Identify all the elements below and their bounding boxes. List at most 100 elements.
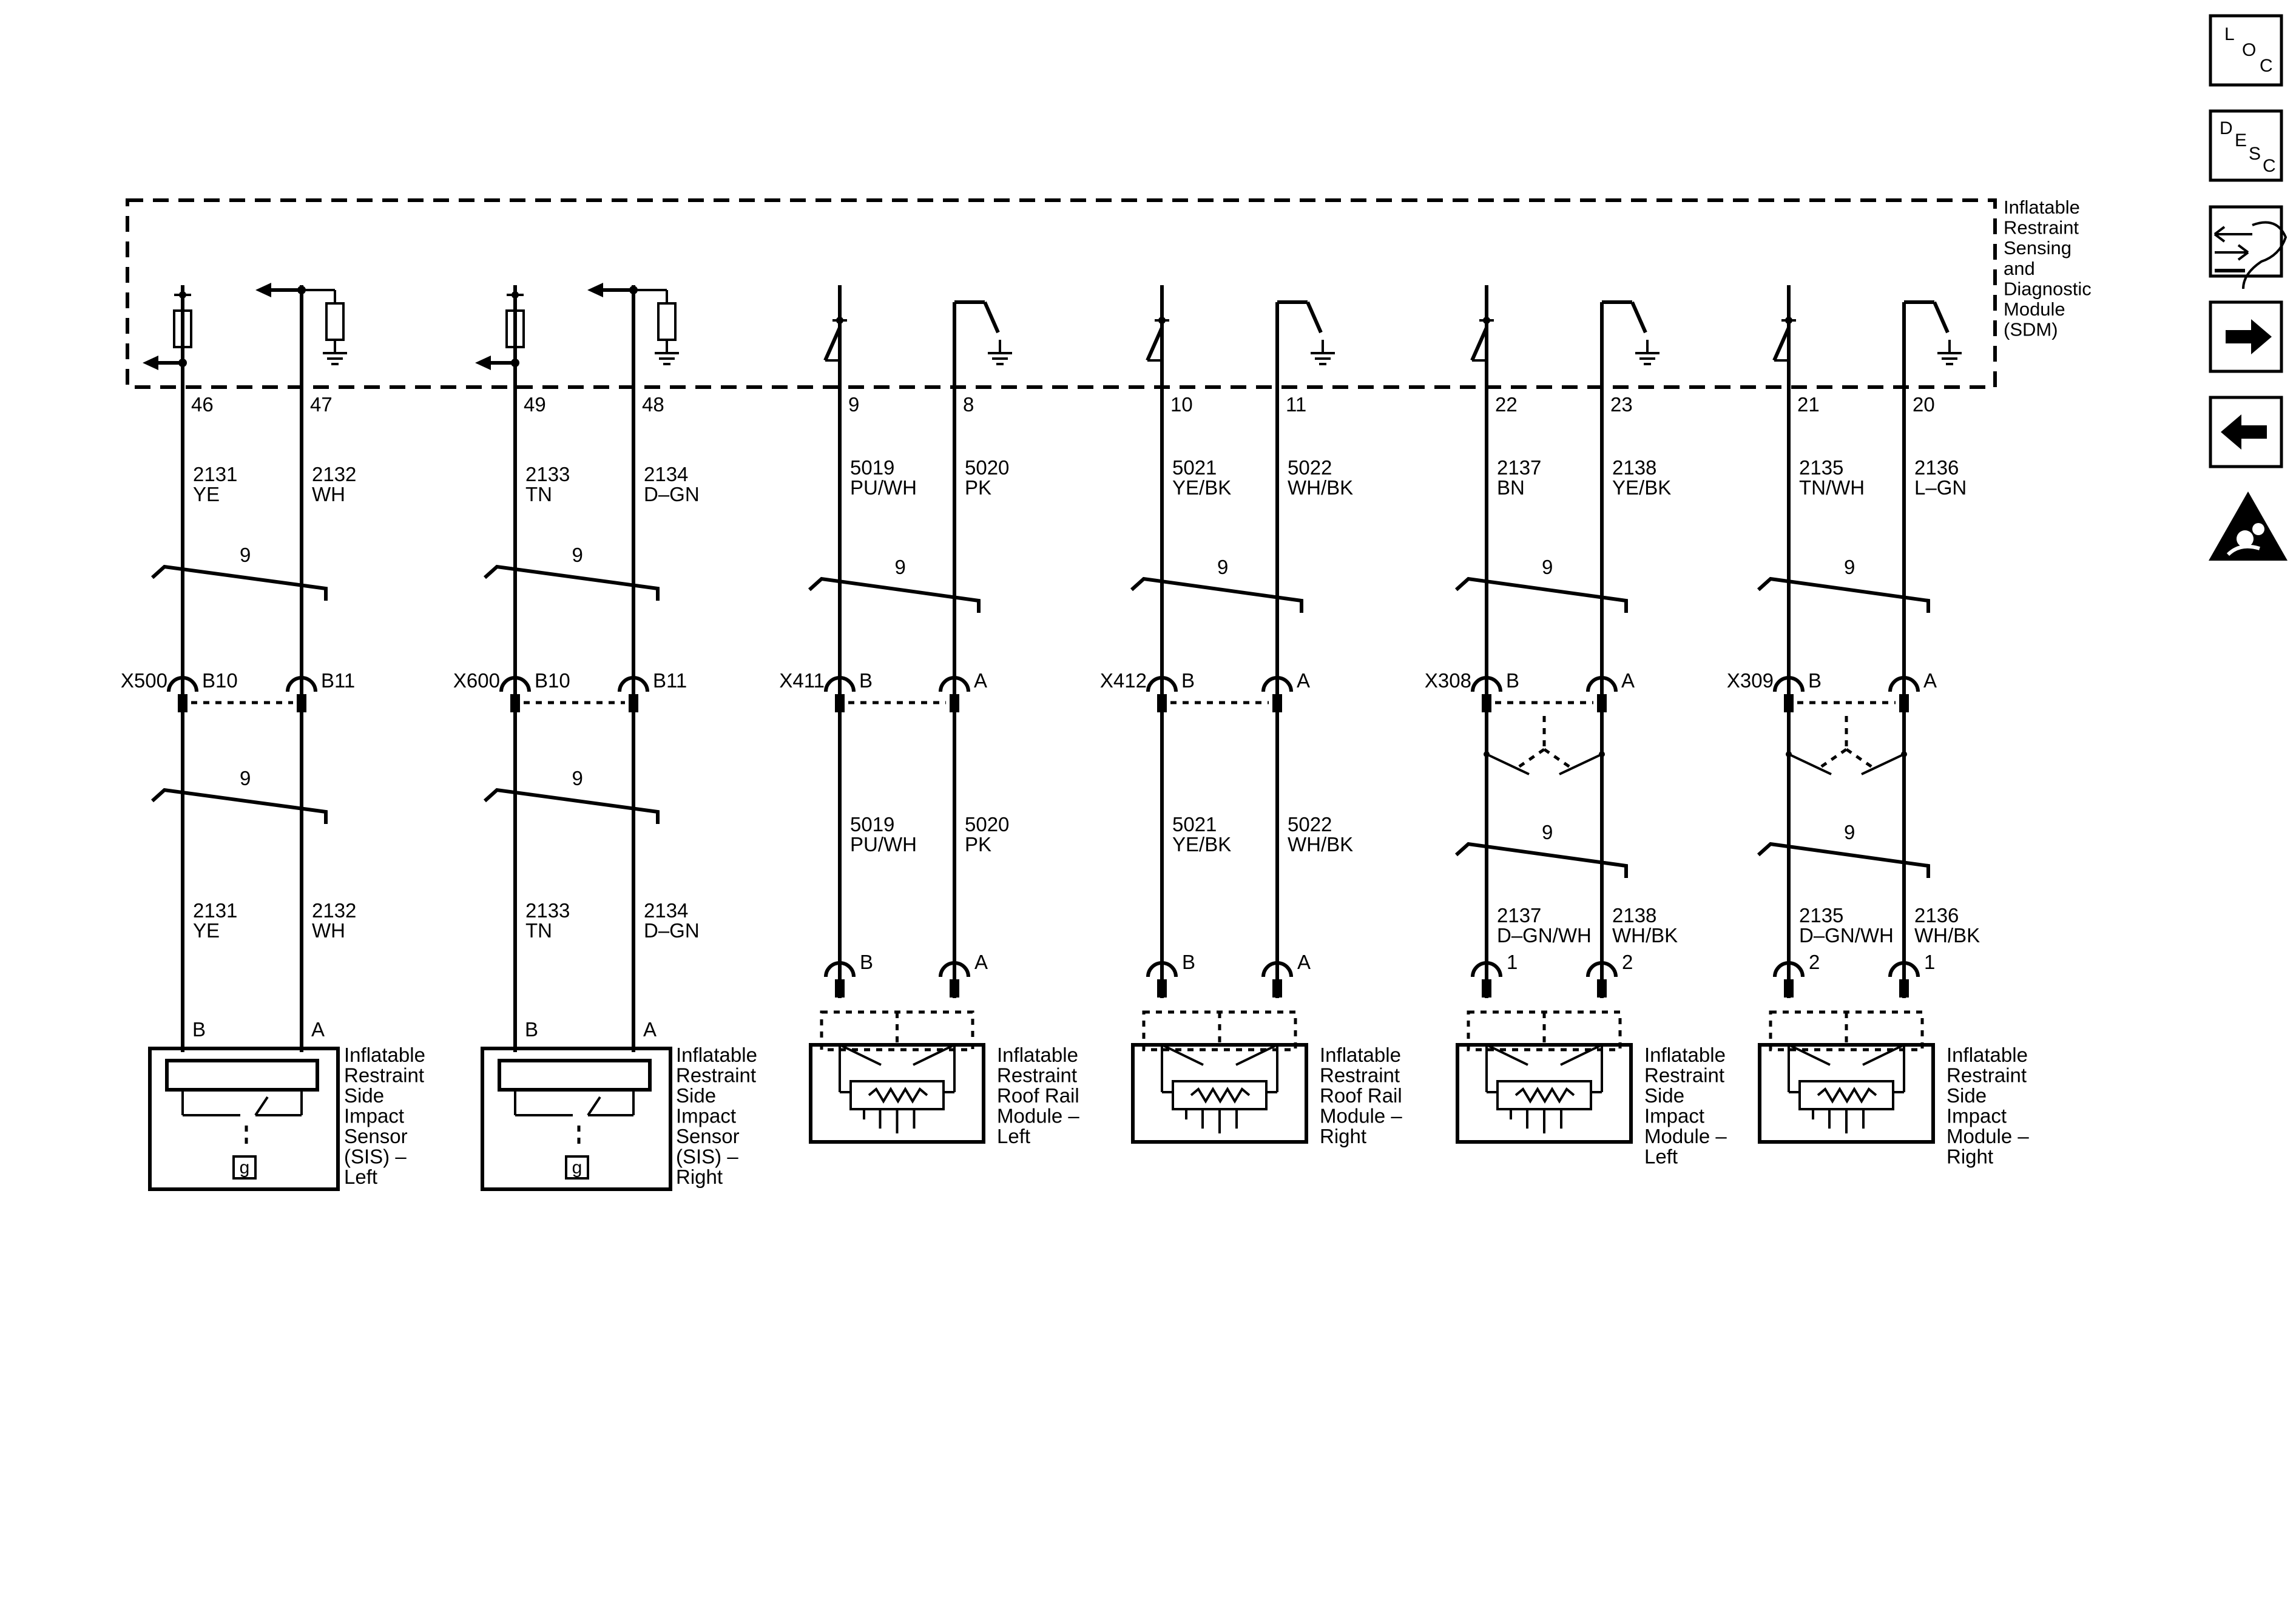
device-label-line: Left bbox=[344, 1166, 377, 1188]
icon-letter: S bbox=[2249, 144, 2261, 164]
wire-circuit-number: 2132 bbox=[312, 463, 356, 485]
wire-color: D–GN bbox=[644, 919, 700, 942]
connector-cup-left bbox=[1773, 676, 1805, 712]
device-label-line: Impact bbox=[676, 1105, 736, 1127]
device-label-line: Restraint bbox=[1644, 1064, 1724, 1087]
device-pin: 2 bbox=[1622, 951, 1633, 973]
wire-color: YE/BK bbox=[1172, 833, 1231, 856]
sdm-internal-sis-left bbox=[143, 283, 347, 370]
wire-color: WH/BK bbox=[1914, 924, 1980, 947]
sensor-g-glyph: g bbox=[572, 1158, 582, 1178]
next-button[interactable] bbox=[2209, 300, 2283, 373]
connector-pin: A bbox=[1923, 669, 1937, 692]
twist-pair-upper: 9 bbox=[1454, 556, 1628, 613]
device-pin: B bbox=[860, 951, 873, 973]
sdm-label-line: Diagnostic bbox=[2004, 278, 2092, 299]
device-pin: 2 bbox=[1809, 951, 1820, 973]
device-label-line: Restraint bbox=[1947, 1064, 2027, 1087]
device-label-line: Inflatable bbox=[1644, 1044, 1726, 1066]
icon-letter: C bbox=[2260, 56, 2273, 76]
sdm-internal-sis-right bbox=[475, 283, 679, 370]
wire-circuit-number: 2136 bbox=[1914, 904, 1959, 927]
wire-circuit-number: 5021 bbox=[1172, 813, 1217, 836]
device-label-line: Inflatable bbox=[344, 1044, 425, 1066]
device-label-line: Impact bbox=[1947, 1105, 2007, 1127]
sdm-pin-left: 46 bbox=[191, 393, 214, 416]
sdm-label-line: Inflatable bbox=[2004, 197, 2080, 218]
device-pin: B bbox=[1182, 951, 1195, 973]
twist-pair-upper: 9 bbox=[1130, 556, 1303, 613]
sdm-label-line: (SDM) bbox=[2004, 319, 2058, 340]
sdm-boundary bbox=[126, 198, 1997, 389]
wire-circuit-number: 2131 bbox=[193, 899, 237, 922]
wire-color: L–GN bbox=[1914, 476, 1967, 499]
sdm-internal-sim-left bbox=[1470, 300, 1660, 365]
connector-info-button[interactable] bbox=[2209, 205, 2288, 289]
sdm-internal-sim-right bbox=[1772, 300, 1962, 365]
connector-cup-right bbox=[1586, 676, 1618, 712]
twist-label: 9 bbox=[572, 767, 583, 789]
connector-pin: B11 bbox=[321, 669, 355, 692]
device-label-line: (SIS) – bbox=[344, 1146, 407, 1168]
wire-color: WH bbox=[312, 483, 345, 505]
device-label-line: Inflatable bbox=[676, 1044, 757, 1066]
wire-circuit-number: 5022 bbox=[1288, 456, 1332, 479]
wire-color: WH/BK bbox=[1288, 476, 1353, 499]
device-label: InflatableRestraintSideImpactSensor(SIS)… bbox=[676, 1044, 757, 1188]
connector-cup-left bbox=[167, 676, 198, 712]
device-connector-right bbox=[1586, 961, 1618, 998]
connector-id: X308 bbox=[1425, 669, 1471, 692]
twist-label: 9 bbox=[240, 767, 251, 789]
device-connector-right bbox=[939, 961, 970, 998]
connector-cup-right bbox=[939, 676, 970, 712]
connector-pin: B bbox=[1506, 669, 1519, 692]
wire-color: YE bbox=[193, 483, 220, 505]
device-pin: B bbox=[525, 1018, 538, 1041]
wire-circuit-number: 5020 bbox=[965, 456, 1009, 479]
wire-circuit-number: 2133 bbox=[525, 899, 570, 922]
sdm-label-line: Restraint bbox=[2004, 217, 2079, 238]
wire-circuit-number: 5022 bbox=[1288, 813, 1332, 836]
wire-color: YE/BK bbox=[1612, 476, 1671, 499]
wire-color: TN bbox=[525, 919, 552, 942]
device-label: InflatableRestraintSideImpactSensor(SIS)… bbox=[344, 1044, 425, 1188]
device-label-line: Module – bbox=[1320, 1105, 1402, 1127]
shorting-bar bbox=[1786, 716, 1907, 775]
wire-color: BN bbox=[1497, 476, 1525, 499]
twist-pair-lower: 9 bbox=[150, 767, 328, 824]
connector-cup-left bbox=[1471, 676, 1502, 712]
sdm-pin-left: 9 bbox=[848, 393, 859, 416]
device-label-line: Module – bbox=[997, 1105, 1079, 1127]
wire-color: D–GN/WH bbox=[1497, 924, 1592, 947]
sdm-module: InflatableRestraintSensingandDiagnosticM… bbox=[126, 197, 2092, 389]
connector-id: X412 bbox=[1100, 669, 1147, 692]
device-label-line: Roof Rail bbox=[997, 1084, 1079, 1107]
inline-connector-X308: X308 B A bbox=[1425, 669, 1635, 712]
previous-button[interactable] bbox=[2209, 396, 2283, 468]
connector-pin: B bbox=[1808, 669, 1822, 692]
device-connector-left bbox=[1471, 961, 1502, 998]
connector-cup-left bbox=[1146, 676, 1178, 712]
wire-circuit-number: 2135 bbox=[1799, 904, 1843, 927]
device-pin: A bbox=[643, 1018, 657, 1041]
device-pin: A bbox=[974, 951, 988, 973]
twist-pair-lower: 9 bbox=[1454, 821, 1628, 878]
loc-button[interactable]: LOC bbox=[2209, 14, 2283, 87]
sdm-label-line: and bbox=[2004, 258, 2035, 279]
connector-cup-right bbox=[286, 676, 317, 712]
sdm-label-line: Module bbox=[2004, 299, 2065, 320]
connector-pin: A bbox=[1621, 669, 1635, 692]
twist-label: 9 bbox=[240, 544, 251, 566]
connector-pin: B11 bbox=[653, 669, 687, 692]
device-label-line: Module – bbox=[1644, 1125, 1727, 1147]
